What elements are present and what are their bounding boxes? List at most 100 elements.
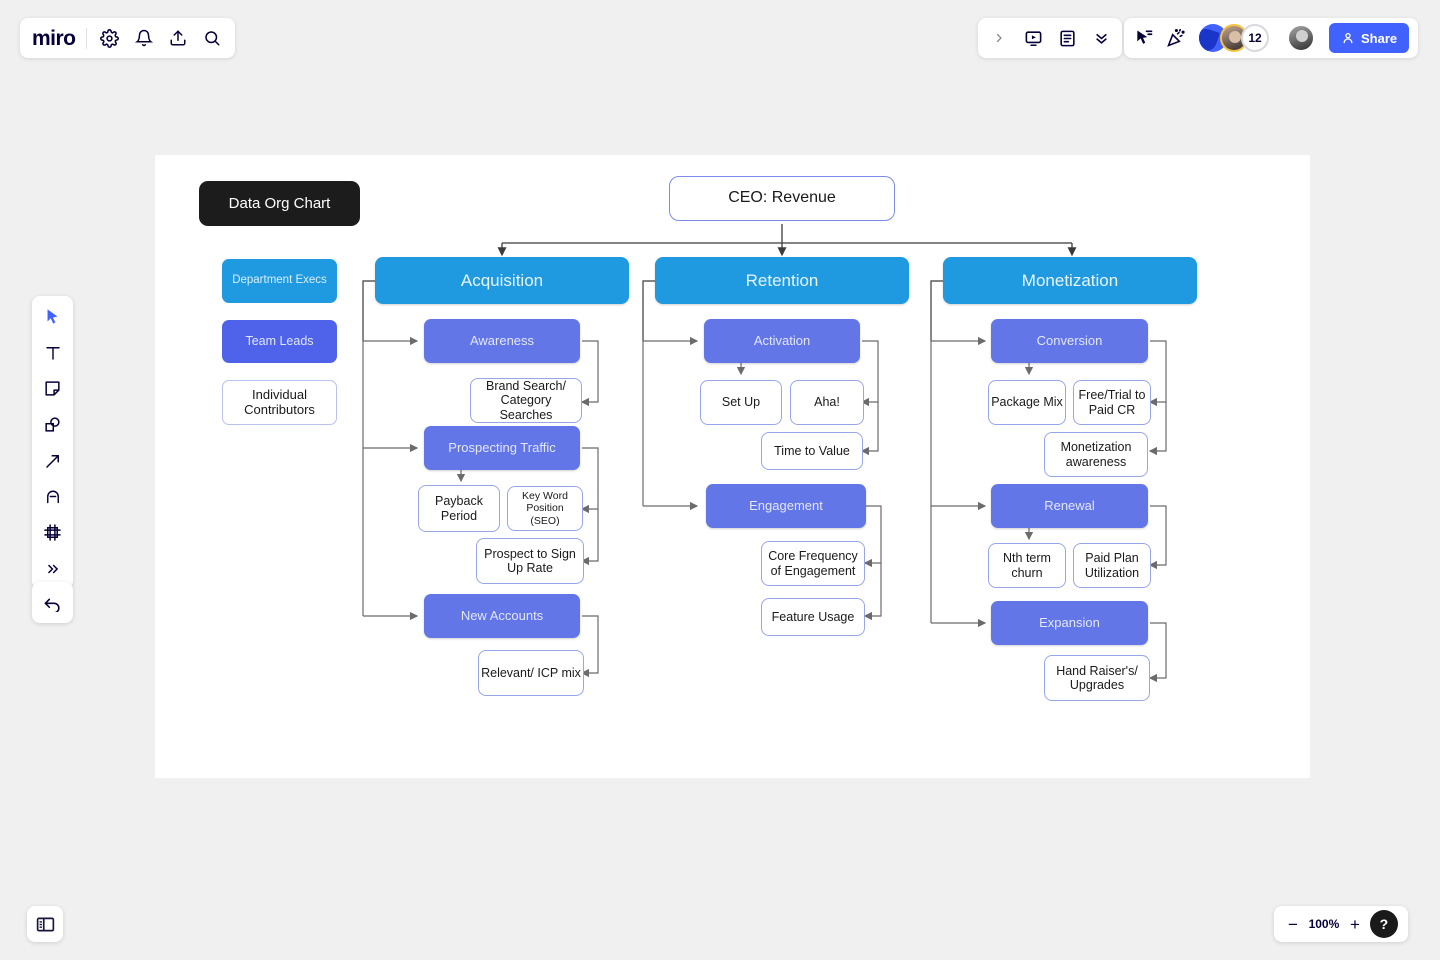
node-label: New Accounts [460, 607, 544, 623]
node-acquisition[interactable]: Acquisition [375, 257, 629, 304]
node-prospect-signup-rate[interactable]: Prospect to Sign Up Rate [476, 538, 584, 584]
node-label: Package Mix [991, 395, 1063, 410]
zoom-level-label[interactable]: 100% [1308, 917, 1340, 931]
document-icon[interactable] [1056, 27, 1078, 49]
node-label: CEO: Revenue [728, 189, 836, 207]
board-title-text: Data Org Chart [228, 195, 331, 212]
legend-individual-contributors[interactable]: Individual Contributors [222, 380, 337, 425]
arrow-tool[interactable] [40, 448, 65, 473]
node-label: Expansion [1039, 614, 1100, 630]
node-label: Prospecting Traffic [448, 439, 556, 455]
node-label: Prospect to Sign Up Rate [484, 546, 576, 575]
node-set-up[interactable]: Set Up [700, 380, 782, 425]
person-icon [1343, 32, 1353, 44]
node-package-mix[interactable]: Package Mix [988, 380, 1066, 425]
double-chevron-down-icon[interactable] [1090, 27, 1112, 49]
avatar-count-label: 12 [1248, 31, 1262, 45]
legend-department-execs[interactable]: Department Execs [222, 259, 337, 303]
node-label: Monetization [1021, 270, 1119, 290]
collaborator-avatars[interactable]: 12 [1199, 24, 1269, 52]
zoom-in-button[interactable]: + [1349, 914, 1360, 934]
node-engagement[interactable]: Engagement [706, 484, 866, 528]
node-hand-raisers-upgrades[interactable]: Hand Raiser's/ Upgrades [1044, 655, 1150, 701]
node-label: Hand Raiser's/ Upgrades [1056, 663, 1138, 692]
legend-team-leads[interactable]: Team Leads [222, 320, 337, 363]
legend-label: Department Execs [232, 274, 327, 287]
help-button[interactable]: ? [1369, 910, 1398, 938]
node-label: Awareness [469, 332, 535, 348]
node-prospecting-traffic[interactable]: Prospecting Traffic [424, 426, 580, 470]
node-label: Core Frequency of Engagement [768, 549, 858, 578]
upload-icon[interactable] [167, 27, 189, 49]
node-relevant-icp-mix[interactable]: Relevant/ ICP mix [478, 650, 584, 696]
panel-toggle-button[interactable] [27, 906, 63, 942]
undo-icon [44, 598, 60, 612]
board-title-badge[interactable]: Data Org Chart [199, 181, 360, 226]
current-user-avatar[interactable] [1287, 24, 1315, 52]
node-label: Monetization awareness [1060, 440, 1132, 469]
miro-logo[interactable]: miro [32, 27, 87, 49]
node-label: Conversion [1036, 332, 1103, 348]
cursor-share-icon[interactable] [1133, 27, 1155, 49]
node-core-frequency-engagement[interactable]: Core Frequency of Engagement [761, 541, 865, 586]
text-tool[interactable] [40, 340, 65, 365]
legend-label: Individual Contributors [244, 386, 315, 417]
top-right-toolbar-group-b: 12 Share [1124, 18, 1419, 58]
node-payback-period[interactable]: Payback Period [418, 485, 500, 532]
node-label: Retention [745, 270, 819, 290]
node-awareness[interactable]: Awareness [424, 319, 580, 363]
zoom-out-button[interactable]: − [1288, 914, 1298, 934]
zoom-controls: − 100% + ? [1274, 906, 1408, 942]
search-icon[interactable] [201, 27, 223, 49]
node-time-to-value[interactable]: Time to Value [761, 432, 863, 470]
node-feature-usage[interactable]: Feature Usage [761, 598, 865, 636]
node-monetization[interactable]: Monetization [943, 257, 1197, 304]
node-aha[interactable]: Aha! [790, 380, 864, 425]
node-ceo-revenue[interactable]: CEO: Revenue [669, 176, 895, 221]
node-keyword-position[interactable]: Key Word Position (SEO) [507, 486, 583, 531]
gear-icon[interactable] [99, 27, 121, 49]
node-new-accounts[interactable]: New Accounts [424, 594, 580, 638]
select-tool[interactable] [40, 304, 65, 329]
chevron-right-icon[interactable] [988, 27, 1010, 49]
sidebar-panel-icon [36, 917, 54, 931]
legend-label: Team Leads [245, 334, 314, 349]
pen-tool[interactable] [40, 484, 65, 509]
party-popper-icon[interactable] [1165, 27, 1187, 49]
top-left-toolbar: miro [20, 18, 235, 58]
node-label: Paid Plan Utilization [1084, 551, 1140, 580]
undo-button[interactable] [32, 582, 73, 623]
node-expansion[interactable]: Expansion [991, 601, 1148, 645]
top-right-toolbar-group-a [978, 18, 1122, 58]
shapes-tool[interactable] [40, 412, 65, 437]
node-monetization-awareness[interactable]: Monetization awareness [1044, 432, 1148, 477]
node-conversion[interactable]: Conversion [991, 319, 1148, 363]
node-activation[interactable]: Activation [704, 319, 860, 363]
node-label: Acquisition [460, 270, 544, 290]
node-label: Feature Usage [771, 609, 855, 624]
sticky-note-tool[interactable] [40, 376, 65, 401]
left-tool-palette [32, 296, 73, 589]
node-paid-plan-utilization[interactable]: Paid Plan Utilization [1073, 543, 1151, 588]
frame-tool[interactable] [40, 520, 65, 545]
node-brand-search[interactable]: Brand Search/ Category Searches [470, 378, 582, 423]
node-label: Engagement [749, 497, 823, 513]
node-label: Aha! [814, 395, 840, 410]
node-label: Relevant/ ICP mix [481, 665, 581, 680]
avatar-overflow-count[interactable]: 12 [1241, 24, 1269, 52]
node-label: Key Word Position (SEO) [522, 490, 568, 527]
share-button[interactable]: Share [1329, 23, 1410, 53]
node-renewal[interactable]: Renewal [991, 484, 1148, 528]
node-nth-term-churn[interactable]: Nth term churn [988, 543, 1066, 588]
node-label: Nth term churn [1003, 551, 1051, 580]
bell-icon[interactable] [133, 27, 155, 49]
presentation-icon[interactable] [1022, 27, 1044, 49]
more-tools[interactable] [40, 556, 65, 581]
share-label: Share [1361, 30, 1398, 46]
node-label: Renewal [1044, 497, 1095, 513]
node-free-trial-to-paid-cr[interactable]: Free/Trial to Paid CR [1073, 380, 1151, 425]
node-retention[interactable]: Retention [655, 257, 909, 304]
node-label: Time to Value [774, 443, 850, 458]
node-label: Brand Search/ Category Searches [486, 378, 566, 422]
node-label: Activation [753, 332, 811, 348]
